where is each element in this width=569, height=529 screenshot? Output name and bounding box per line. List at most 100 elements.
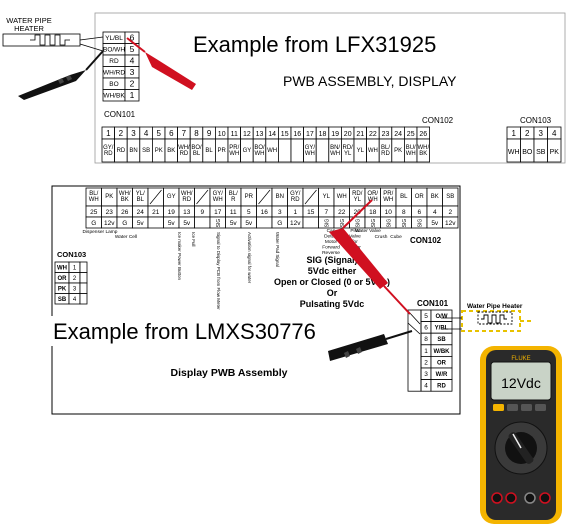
top-red-probe-tip [126,37,146,53]
bottom-con101-pin-label: 1 [424,348,428,355]
bottom-vertical-label: Signal to Display PCB from Flow Meter [216,232,221,310]
bottom-black-probe-ribs [344,347,362,358]
top-con103-wire-label: SB [536,149,546,156]
bottom-con102-wire-label-part-0: BL/ [89,191,98,197]
top-con102: CON102 1GY/RD2RD3BN4SB5PK6BK7WH/RD8BO/BL… [101,116,454,163]
bottom-con102-signal-label: 12v [290,220,301,227]
top-con102-pin-label: 24 [394,131,402,138]
top-con102-wire-label: WH [368,148,378,154]
top-con102-pin-label: 11 [231,131,238,138]
meter-button-2[interactable] [507,404,518,411]
bottom-con102-signal-cell [147,216,164,229]
top-con102-pin-label: 15 [281,131,289,138]
bottom-black-probe [328,330,413,361]
bottom-con101-label: CON101 [417,299,449,308]
sig-note-line-5: Pulsating 5Vdc [300,299,365,309]
top-con102-wire-label: YL [357,148,365,154]
top-con101-pin-label: 5 [130,44,135,54]
bottom-con102-wire-label: YL [323,194,331,200]
top-con102-wire-label: BL [205,148,213,154]
top-black-probe-tip [85,50,104,71]
bottom-con102-signal-label: 5v [137,220,145,227]
bottom-con102-signal-label: 5v [431,220,439,227]
bottom-con103-pad-cell [79,282,88,294]
top-con102-wire-label-part-1: WH [229,151,239,157]
bottom-con102-pin-label: 21 [152,209,160,216]
bottom-con101-wire-label: SB [437,337,446,343]
sig-note-line-1: SIG (Signal) [306,255,357,265]
bottom-con102-wire-label: WH [337,194,347,200]
bottom-vertical-label: Forward [322,245,340,251]
top-con102-wire-label: PK [394,148,402,154]
top-con103-wire-cell [547,138,562,163]
bottom-con102-signal-label: 5v [245,220,253,227]
bottom-heater-dashed-box [461,310,521,332]
meter-port-com [524,492,536,504]
bottom-black-probe-tip [385,330,413,340]
bottom-vertical-label: Crush [375,234,388,240]
bottom-vertical-label: Activation signal for water [247,232,252,284]
bottom-con102-pin-label: 24 [137,209,145,216]
bottom-con101-notch-2 [407,322,421,335]
bottom-con102-wire-label-part-0: YL/ [136,191,145,197]
bottom-con102-wire-label-part-1: YL [354,197,362,203]
bottom-con102-signal-label: G [91,220,96,227]
bottom-con102-empty-slash [149,189,162,205]
bottom-con101-pin-label: 6 [424,325,428,332]
top-con102-wire-label-part-0: BO/ [254,145,265,151]
bottom-heater-inner-box [477,311,513,325]
top-con101-wire-label: WH/RD [103,70,125,77]
top-con102-wire-label-part-1: BL [193,151,201,157]
top-con102-wire-label: SB [142,148,150,154]
bottom-con102-wire-label-part-0: GY/ [290,191,301,197]
meter-button-3[interactable] [521,404,532,411]
top-con102-wire-label-part-0: RD/ [343,145,354,151]
top-con102-pin-label: 17 [306,131,314,138]
top-con102-pin-label: 1 [106,129,111,138]
bottom-vertical-label: Cube [390,234,402,240]
bottom-con102-wire-label-part-0: PR/ [383,191,393,197]
bottom-con102-signal-label: SIG [371,219,377,228]
bottom-con101-wire-label: O/W [436,314,448,320]
meter-port-ma [505,492,517,504]
multimeter-lcd [490,361,552,401]
top-con102-pin-label: 4 [144,129,149,138]
top-black-probe-ribs [58,75,72,84]
multimeter-brand: FLUKE [511,356,530,362]
top-con102-pin-label: 22 [369,131,377,138]
top-con102-pin-label: 14 [268,131,276,138]
top-heater-lead-2 [79,43,104,52]
top-con102-pin-label: 26 [419,131,427,138]
bottom-con102-signal-cell [256,216,273,229]
top-con102-wire-cell [315,138,330,163]
bottom-con102-signal-label: SIG [324,219,330,228]
bottom-con102-wire-label-part-1: BK [121,197,129,203]
top-heater: WATER PIPE HEATER [2,16,104,52]
bottom-con102-pin-label: 15 [307,209,315,216]
bottom-vertical-label: Cap [327,228,336,234]
bottom-con102-wire-label-part-1: BL [137,197,145,203]
bottom-con102-signal-label: 5v [183,220,191,227]
bottom-con102-wire-label-part-1: WH [368,197,378,203]
top-con101-pin-label: 6 [130,33,135,43]
bottom-con103-wire-label: OR [58,276,68,282]
top-con102-pin-label: 12 [243,131,251,138]
top-con102-pin-label: 10 [218,131,226,138]
bottom-con102-wire-label-part-0: RD/ [352,191,363,197]
bottom-con102-pin-label: 11 [230,209,237,216]
bottom-con103-pin-label: 2 [73,276,77,282]
bottom-vertical-label: Ice Full [191,232,196,247]
meter-button-4[interactable] [535,404,546,411]
bottom-vertical-label: Ice maker Power Button [177,232,182,281]
bottom-con102-label: CON102 [410,236,442,245]
top-con102-wire-label: RD [117,148,126,154]
top-con102-wire-label: GY [243,148,252,154]
bottom-heater: Water Pipe Heater [441,303,532,332]
bottom-con102-pin-label: 4 [433,209,437,216]
top-con103-wire-label: BO [522,149,533,156]
bottom-con102-wire-label-part-1: WH [213,197,223,203]
meter-button-1[interactable] [493,404,504,411]
bottom-heading-backing [50,316,380,346]
bottom-con101-wire-label: OR [437,360,447,366]
